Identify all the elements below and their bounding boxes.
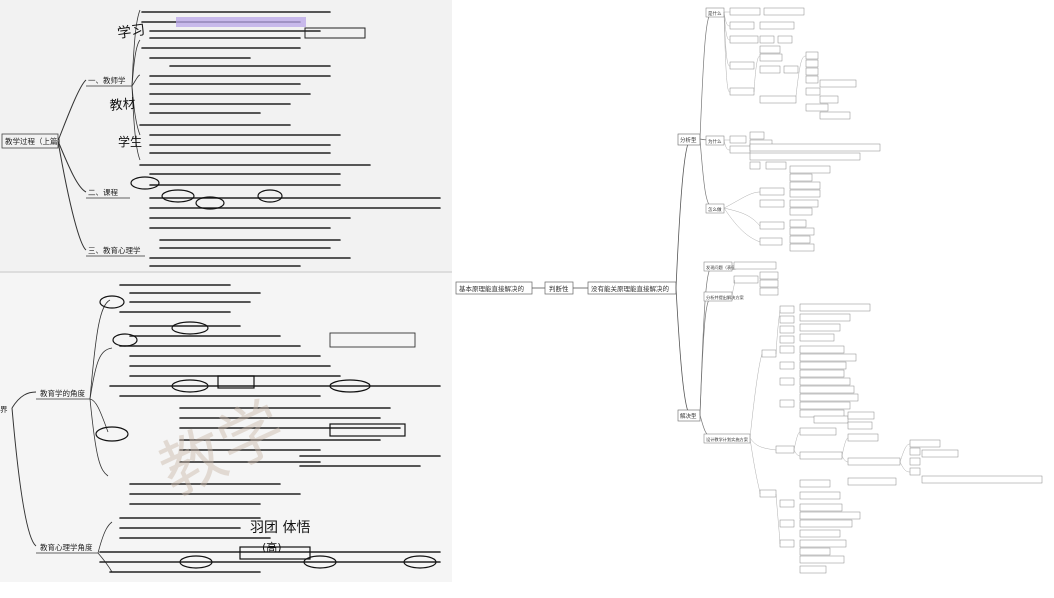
right-lower-label: 解决型	[680, 412, 697, 420]
lower-leaf-boxes	[733, 261, 1043, 574]
right-middle-label: 判断性	[549, 284, 569, 293]
left-bottom-root: 界	[0, 405, 8, 414]
boxed-note	[304, 27, 366, 39]
handwritten-top-1: 学习	[116, 22, 146, 42]
left-bottom-text-lines	[99, 284, 441, 573]
left-bottom-mindmap: 界 教育学的角度 教育心理学角度	[0, 284, 441, 573]
top-branch-3: 三、教育心理学	[88, 245, 141, 255]
right-hub-label: 没有能关原理能直接解决的	[591, 284, 670, 293]
left-top-text-lines	[139, 11, 441, 267]
upper-sub-1: 是什么	[708, 10, 722, 17]
left-top-root-label: 教学过程（上篇）	[5, 136, 65, 146]
bottom-branch-1: 教育学的角度	[40, 388, 85, 398]
upper-sub-2: 为什么	[708, 138, 722, 145]
lower-sub-3: 设计教学计划实施方案	[706, 436, 749, 443]
highlight-mark	[176, 17, 306, 27]
upper-sub-3: 怎么做	[708, 206, 722, 213]
right-root-label: 基本原理能直接解决的	[459, 284, 525, 293]
handwritten-bottom-2: (高)	[262, 540, 282, 554]
bottom-branch-2: 教育心理学角度	[40, 542, 93, 552]
photo-top-bg	[0, 0, 452, 272]
handwritten-top-3: 学生	[118, 134, 142, 149]
upper-leaf-boxes	[729, 7, 881, 252]
lower-sub-2: 分析并提出解决方案	[706, 294, 745, 301]
right-upper-label: 分析型	[680, 136, 697, 144]
lower-sub-1: 发现问题（表征）	[706, 264, 740, 271]
upper-leaf-connectors	[723, 11, 807, 243]
handwritten-bottom-1: 羽团 体悟	[250, 520, 310, 536]
left-top-mindmap: 教学过程（上篇） 一、教师学 二、课程 三、教育心理学	[1, 9, 441, 267]
handwritten-top-2: 教材	[109, 96, 136, 114]
lower-leaf-connectors	[731, 265, 911, 545]
top-branch-2: 二、课程	[88, 188, 118, 197]
photo-bottom-bg	[0, 272, 452, 582]
right-mindmap: 基本原理能直接解决的 判断性 没有能关原理能直接解决的 分析型 解决型 是什么 …	[455, 7, 1043, 574]
top-branch-1: 一、教师学	[88, 75, 126, 85]
